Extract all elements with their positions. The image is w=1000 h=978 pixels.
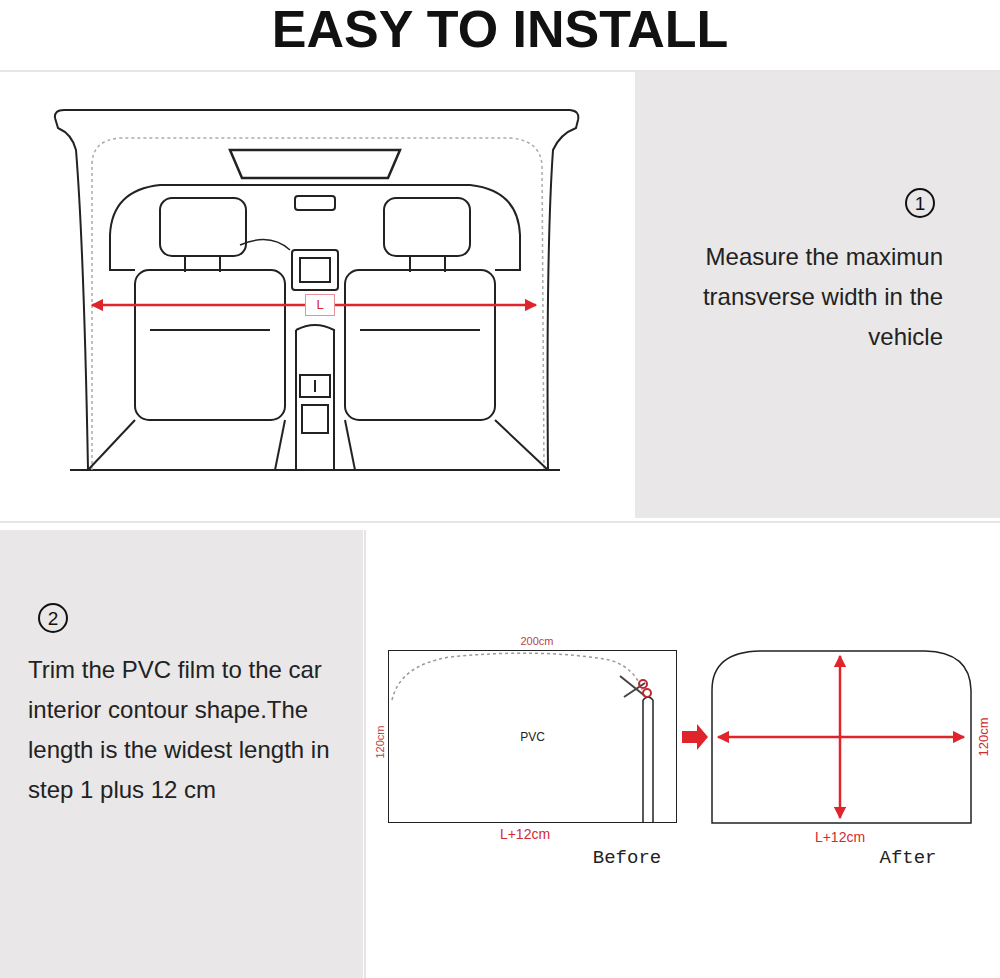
car-interior [55, 110, 578, 470]
dimension-tag: L [305, 294, 334, 316]
dimension-label: 200cm [520, 636, 553, 647]
node-label: L [316, 298, 323, 312]
dimension-label: L+12cm [500, 827, 550, 841]
transition-arrow [682, 724, 708, 750]
state-label: Before [593, 849, 661, 868]
step-number: 1 [905, 188, 935, 218]
step-number-text: 2 [48, 609, 59, 628]
instruction-text: Trim the PVC film to the car interior co… [28, 650, 353, 810]
pvc-sheet: PVC [388, 650, 677, 823]
step-panel: Trim the PVC film to the car interior co… [0, 530, 363, 978]
length-arrow [718, 736, 964, 739]
page-title: EASY TO INSTALL [0, 0, 1000, 58]
state-label: After [879, 849, 936, 868]
step-number: 2 [38, 603, 68, 633]
dimension-label: L+12cm [815, 830, 865, 844]
node-label: PVC [520, 730, 545, 744]
dimension-label: 120cm [977, 717, 990, 756]
divider-line [364, 530, 366, 978]
pvc-sheet-cut [392, 653, 653, 823]
trimmed-sheet [712, 651, 971, 823]
dimension-label: 120cm [375, 725, 386, 758]
step-number-text: 1 [915, 194, 926, 213]
divider-line [0, 521, 1000, 523]
instruction-text: Measure the maximun transverse width in … [658, 237, 943, 357]
step-panel: Measure the maximun transverse width in … [635, 72, 1000, 518]
